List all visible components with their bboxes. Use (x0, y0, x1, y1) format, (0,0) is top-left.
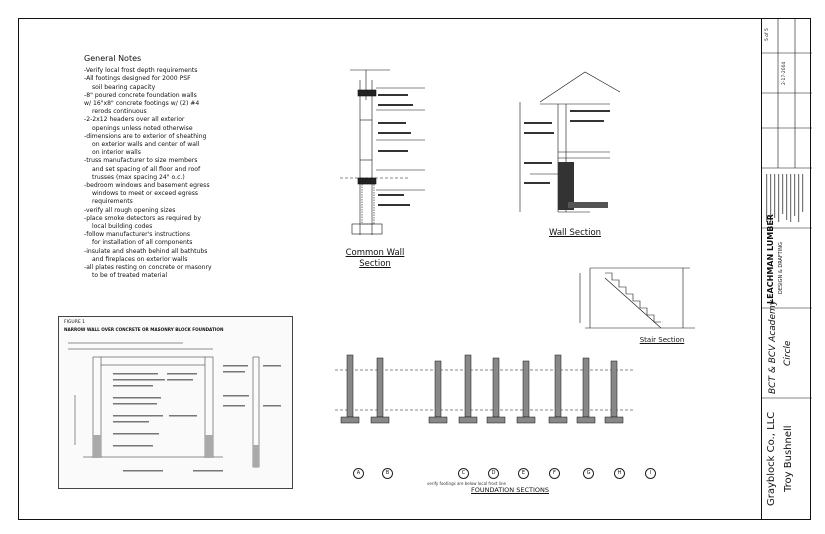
foundation-marker: E (518, 468, 529, 479)
title-block: 5 of 5 2-17-2004 LEACHMAN LUMBER DESIGN … (761, 18, 812, 520)
foundation-sections-drawing (335, 354, 635, 424)
foundation-wall (346, 354, 354, 418)
foundation-wall (554, 354, 562, 418)
foundation-footing (340, 416, 360, 424)
foundation-marker: I (645, 468, 656, 479)
general-note-line: windows to meet or exceed egress (92, 190, 199, 198)
foundation-marker: C (458, 468, 469, 479)
figure-caption: FIGURE 1 (64, 320, 85, 325)
foundation-sections-label: FOUNDATION SECTIONS (470, 486, 549, 494)
general-note-line: -Verify local frost depth requirements (84, 67, 198, 75)
foundation-wall (492, 357, 500, 418)
foundation-marker: B (382, 468, 393, 479)
foundation-wall (376, 357, 384, 418)
general-note-line: to be of treated material (92, 272, 168, 280)
general-note-line: trusses (max spacing 24" o.c.) (92, 173, 185, 181)
foundation-wall (464, 354, 472, 418)
foundation-marker: H (614, 468, 625, 479)
title-block-date: 2-17-2004 (782, 61, 787, 86)
title-block-sheet: 5 of 5 (765, 28, 770, 42)
general-notes: General Notes -Verify local frost depth … (84, 54, 259, 280)
foundation-marker: D (488, 468, 499, 479)
title-block-project-line2: Circle (783, 340, 793, 366)
general-note-line: requirements (92, 198, 133, 206)
general-note-line: -8" poured concrete foundation walls (84, 91, 197, 99)
foundation-footing (370, 416, 390, 424)
title-block-designer: Troy Bushnell (783, 425, 794, 493)
foundation-footing (576, 416, 596, 424)
figure-1-drawing (68, 342, 281, 472)
general-note-line: -truss manufacturer to size members (84, 157, 198, 165)
general-note-line: -bedroom windows and basement egress (84, 182, 210, 190)
wall-section-drawing (519, 71, 621, 213)
foundation-wall (610, 360, 618, 418)
foundation-footing (458, 416, 478, 424)
foundation-wall (522, 360, 530, 418)
foundation-marker: G (583, 468, 594, 479)
foundation-marker: A (353, 468, 364, 479)
common-wall-label-line2: Section (359, 259, 391, 269)
foundation-footing (604, 416, 624, 424)
figure-title: NARROW WALL OVER CONCRETE OR MASONRY BLO… (64, 327, 224, 332)
title-block-firm: LEACHMAN LUMBER (766, 214, 775, 304)
foundation-footing (548, 416, 568, 424)
general-note-line: -All footings designed for 2000 PSF (84, 75, 191, 83)
stair-section-label: Stair Section (639, 336, 685, 344)
general-notes-title: General Notes (84, 54, 142, 63)
general-note-line: -dimensions are to exterior of sheathing (84, 132, 207, 140)
title-block-grid (762, 18, 812, 399)
foundation-marker: F (549, 468, 560, 479)
title-block-company: Grayblock Co., LLC (766, 411, 777, 507)
foundation-footing (516, 416, 536, 424)
foundation-frost-note: verify footings are below local frost li… (427, 481, 506, 486)
common-wall-label-line1: Common Wall (345, 248, 405, 258)
general-note-line: -all plates resting on concrete or mason… (84, 264, 212, 272)
general-notes-list: -Verify local frost depth requirements-A… (84, 67, 259, 280)
wall-section-label: Wall Section (548, 228, 602, 238)
general-note-line: -follow manufacturer's instructions (84, 231, 191, 239)
general-note-line: and set spacing of all floor and roof (92, 165, 201, 173)
foundation-footing (486, 416, 506, 424)
general-note-line: on exterior walls and center of wall (92, 141, 200, 149)
foundation-footing (428, 416, 448, 424)
figure-1-inset: FIGURE 1 NARROW WALL OVER CONCRETE OR MA… (58, 316, 293, 489)
general-note-line: for installation of all components (92, 239, 193, 247)
drawing-sheet (18, 18, 811, 520)
general-note-line: rerods continuous (92, 108, 147, 116)
foundation-wall (582, 357, 590, 418)
general-note-line: -place smoke detectors as required by (84, 214, 201, 222)
general-note-line: soil bearing capacity (92, 83, 156, 91)
title-block-project-line1: BCT & BCV Academy (768, 299, 778, 394)
stair-section-drawing (579, 267, 695, 329)
foundation-wall (434, 360, 442, 418)
general-note-line: and fireplaces on exterior walls (92, 255, 188, 263)
common-wall-section-drawing (340, 69, 425, 235)
general-note-line: openings unless noted otherwise (92, 124, 193, 132)
title-block-firm-sub: DESIGN & DRAFTING (778, 242, 784, 294)
common-wall-section-label: Common Wall Section (340, 248, 410, 270)
general-note-line: -2-2x12 headers over all exterior (84, 116, 185, 124)
general-note-line: -verify all rough opening sizes (84, 206, 176, 214)
general-note-line: on interior walls (92, 149, 141, 157)
general-note-line: -insulate and sheath behind all bathtubs (84, 247, 208, 255)
general-note-line: local building codes (92, 223, 153, 231)
general-note-line: w/ 16"x8" concrete footings w/ (2) #4 (84, 100, 200, 108)
